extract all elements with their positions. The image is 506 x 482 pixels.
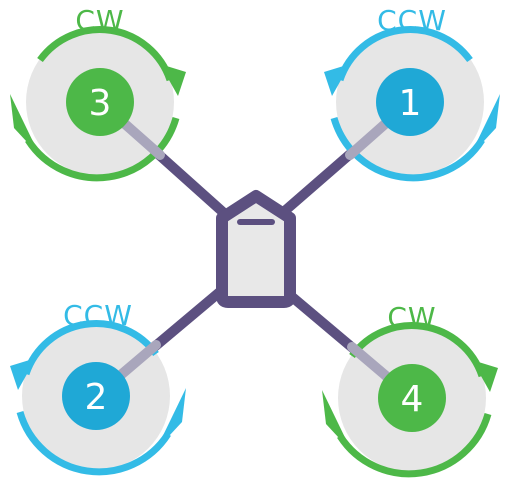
rotation-arrowhead-icon (322, 390, 352, 452)
rotation-arc-icon (16, 411, 171, 476)
drone-body (216, 190, 296, 308)
motor-hub (62, 362, 130, 430)
rotation-arrowhead-icon (472, 360, 498, 392)
motor-hub (66, 68, 134, 136)
rotation-arrowhead-icon (470, 94, 500, 156)
motor-4-group: 4 CW (322, 301, 498, 478)
motor-3-group: 3 CW (10, 4, 186, 182)
rotation-label: CCW (63, 299, 133, 332)
rotation-arc-icon (330, 117, 485, 182)
rotation-arc-icon (25, 117, 180, 182)
rotation-label: CW (75, 4, 124, 37)
rotation-arc-icon (37, 26, 174, 82)
rotation-arc-icon (337, 413, 492, 478)
rotation-arrowhead-icon (10, 358, 36, 390)
motor-hub (378, 364, 446, 432)
motor-number: 1 (399, 83, 422, 124)
rotation-arc-icon (336, 26, 473, 82)
motor-number: 3 (89, 83, 112, 124)
rotation-arc-icon (349, 322, 486, 378)
rotation-arc-icon (22, 320, 159, 376)
rotation-arrowhead-icon (324, 64, 350, 96)
rotation-label: CW (387, 301, 436, 334)
rotation-arrowhead-icon (156, 388, 186, 450)
motor-1-group: 1 CCW (324, 4, 500, 182)
rotation-arrowhead-icon (160, 64, 186, 96)
motor-hub (376, 68, 444, 136)
motor-number: 4 (401, 379, 424, 420)
motor-number: 2 (85, 377, 108, 418)
rotation-label: CCW (377, 4, 447, 37)
body-shell (216, 190, 296, 308)
motor-2-group: 2 CCW (10, 299, 186, 476)
rotation-arrowhead-icon (10, 94, 40, 156)
